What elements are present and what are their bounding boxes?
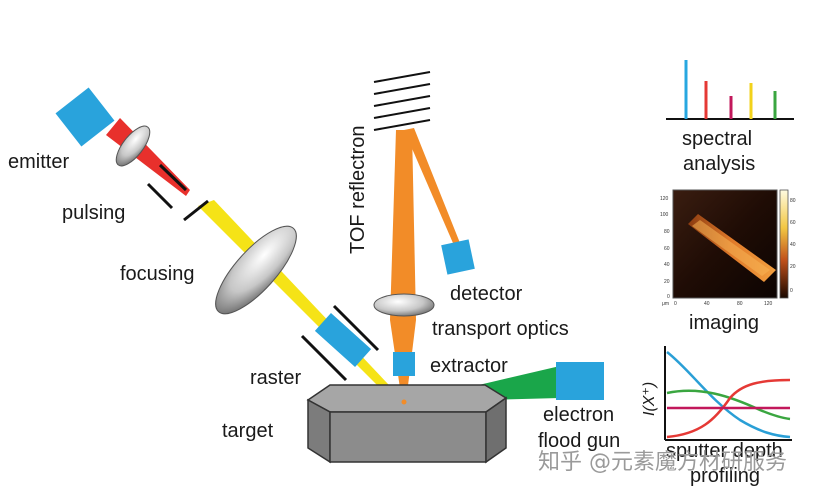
detector-block — [441, 239, 475, 275]
cbar-tick: 40 — [790, 242, 796, 248]
tof-reflectron-grid — [373, 71, 431, 131]
label-spectral: spectral — [682, 128, 753, 150]
profile-curve-blue — [666, 351, 791, 439]
img-ytick: 40 — [664, 262, 670, 268]
label-sputter-depth: sputter depth — [666, 440, 783, 462]
secondary-beam-orange — [390, 130, 416, 402]
target-block — [306, 384, 508, 464]
img-xtick: 0 — [674, 301, 677, 307]
img-ytick: 60 — [664, 246, 670, 252]
watermark: 知乎 @元素魔方材研服务 — [538, 450, 787, 475]
label-extractor: extractor — [430, 355, 508, 377]
raster-plate-lower — [300, 334, 348, 382]
impact-spot — [401, 399, 407, 405]
img-xtick: 120 — [764, 301, 773, 307]
cbar-tick: 0 — [790, 288, 793, 294]
profile-curve-green — [666, 389, 791, 421]
reflected-beam-orange — [404, 128, 462, 250]
label-imaging: imaging — [689, 312, 760, 334]
label-pulsing: pulsing — [62, 202, 126, 224]
img-ytick: 0 — [667, 294, 670, 300]
img-ytick: 100 — [660, 212, 669, 218]
label-target: target — [222, 420, 274, 442]
imaging-colorbar — [779, 189, 789, 299]
label-profile-ylabel: I(X⁺) — [641, 381, 658, 416]
img-xtick: 80 — [737, 301, 743, 307]
img-ytick: 120 — [660, 196, 669, 202]
label-electron: electron — [543, 404, 615, 426]
pulsing-plate-upper — [158, 163, 188, 192]
label-focusing: focusing — [120, 263, 195, 285]
label-raster: raster — [250, 367, 302, 389]
spectrum-panel — [666, 60, 794, 120]
pulsing-plate-lower — [146, 182, 174, 210]
cbar-tick: 20 — [790, 264, 796, 270]
depth-profile-panel — [664, 346, 792, 441]
flood-gun-block — [556, 362, 604, 400]
label-analysis: analysis — [683, 153, 756, 175]
label-profiling: profiling — [690, 465, 761, 487]
label-detector: detector — [450, 283, 523, 305]
focusing-lens — [215, 225, 297, 315]
label-emitter: emitter — [8, 151, 70, 173]
label-flood-gun: flood gun — [538, 430, 621, 452]
raster-plate-upper — [332, 304, 380, 352]
emitter-block — [55, 87, 115, 147]
emitter-lens — [115, 125, 151, 167]
imaging-panel: 120 100 80 60 40 20 0 μm 0 40 80 120 80 … — [660, 189, 796, 307]
img-ytick: 20 — [664, 279, 670, 285]
profile-curve-red — [666, 378, 791, 439]
aperture — [183, 199, 209, 222]
label-transport-optics: transport optics — [432, 318, 569, 340]
label-tof-reflectron: TOF reflectron — [347, 125, 369, 254]
img-xunit: μm — [662, 301, 669, 307]
extractor-block — [393, 352, 415, 376]
transport-optics-lens — [373, 293, 435, 317]
cbar-tick: 60 — [790, 220, 796, 226]
img-ytick: 80 — [664, 229, 670, 235]
img-xtick: 40 — [704, 301, 710, 307]
cbar-tick: 80 — [790, 198, 796, 204]
raster-block — [314, 313, 372, 367]
